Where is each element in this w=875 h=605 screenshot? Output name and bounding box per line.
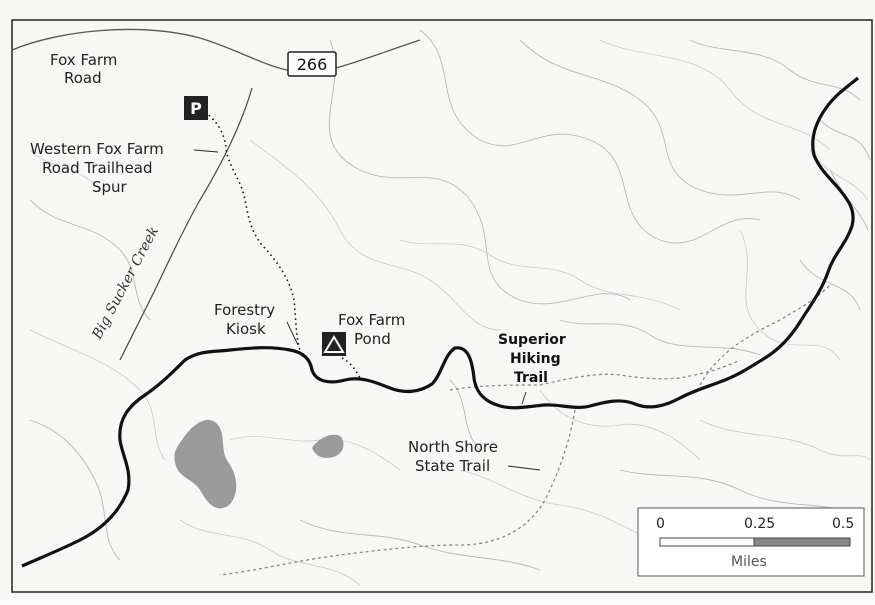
pond-label-line1: Fox Farm <box>338 311 405 329</box>
fox-farm-pond-water <box>174 420 237 509</box>
scale-bar: 0 0.25 0.5 Miles <box>637 507 865 577</box>
spur-leader-line <box>193 149 219 153</box>
kiosk-label-line1: Forestry <box>214 301 275 319</box>
superior-hiking-trail-line <box>21 76 860 568</box>
spur-trail-line <box>204 111 301 351</box>
kiosk-label-line2: Kiosk <box>226 320 266 338</box>
scale-unit: Miles <box>731 554 767 570</box>
nsst-label-line2: State Trail <box>415 457 490 475</box>
small-pond-water <box>312 434 344 458</box>
road-label-line1: Fox Farm <box>50 51 117 69</box>
north-shore-state-trail-south <box>219 409 576 576</box>
pond-label-line2: Pond <box>354 330 391 348</box>
highway-shield: 266 <box>287 51 337 77</box>
scale-tick-05: 0.5 <box>832 516 854 532</box>
highway-number: 266 <box>297 55 328 74</box>
scale-tick-025: 0.25 <box>744 516 775 532</box>
creek-line <box>119 87 253 361</box>
sht-label-line1: Superior <box>498 332 566 348</box>
spur-label-line1: Western Fox Farm <box>30 140 164 158</box>
scale-tick-0: 0 <box>656 516 665 532</box>
parking-glyph: P <box>190 99 202 118</box>
sht-label-line2: Hiking <box>510 351 561 367</box>
nsst-label-line1: North Shore <box>408 438 498 456</box>
pond-spur-line <box>341 357 361 379</box>
nsst-leader-line <box>507 465 541 471</box>
road-label-line2: Road <box>64 69 102 87</box>
parking-icon: P <box>184 96 208 120</box>
map-frame <box>11 19 873 593</box>
sht-leader-line <box>521 391 527 405</box>
campsite-icon <box>322 332 346 356</box>
spur-label-line3: Spur <box>92 178 128 196</box>
road-line <box>11 28 421 73</box>
sht-label-line3: Trail <box>514 370 548 386</box>
scale-segment-white <box>659 537 755 547</box>
scale-segment-gray <box>753 537 851 547</box>
kiosk-leader-line <box>286 321 299 346</box>
north-shore-state-trail-line <box>449 359 741 391</box>
spur-label-line2: Road Trailhead <box>42 159 153 177</box>
